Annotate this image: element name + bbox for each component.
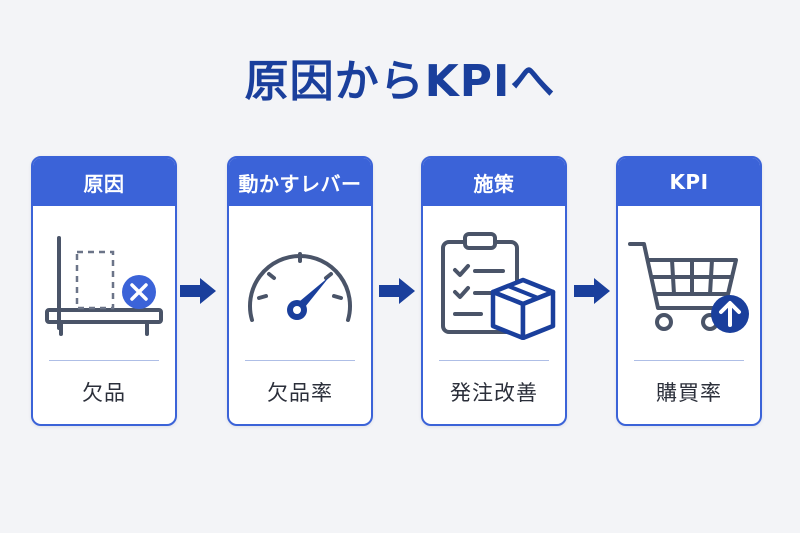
card-cause: 原因 欠品 [31,156,177,426]
card-header: 施策 [423,158,565,206]
card-header: 動かすレバー [229,158,371,206]
clipboard-box-icon [423,220,565,350]
card-label: 欠品率 [267,381,333,405]
cart-up-icon [618,220,760,350]
card-divider [49,360,159,361]
card-header: KPI [618,158,760,206]
card-label: 欠品 [82,381,126,405]
card-label: 発注改善 [450,381,538,405]
arrow-right-icon [180,278,216,304]
card-divider [634,360,744,361]
card-label: 購買率 [656,381,722,405]
card-divider [439,360,549,361]
card-lever: 動かすレバー 欠品率 [227,156,373,426]
page-title: 原因からKPIへ [244,56,556,107]
arrow-right-icon [574,278,610,304]
card-header: 原因 [33,158,175,206]
card-divider [245,360,355,361]
empty-shelf-icon [33,220,175,350]
gauge-icon [229,220,371,350]
arrow-right-icon [379,278,415,304]
card-kpi: KPI 購買率 [616,156,762,426]
card-measure: 施策 発注改善 [421,156,567,426]
